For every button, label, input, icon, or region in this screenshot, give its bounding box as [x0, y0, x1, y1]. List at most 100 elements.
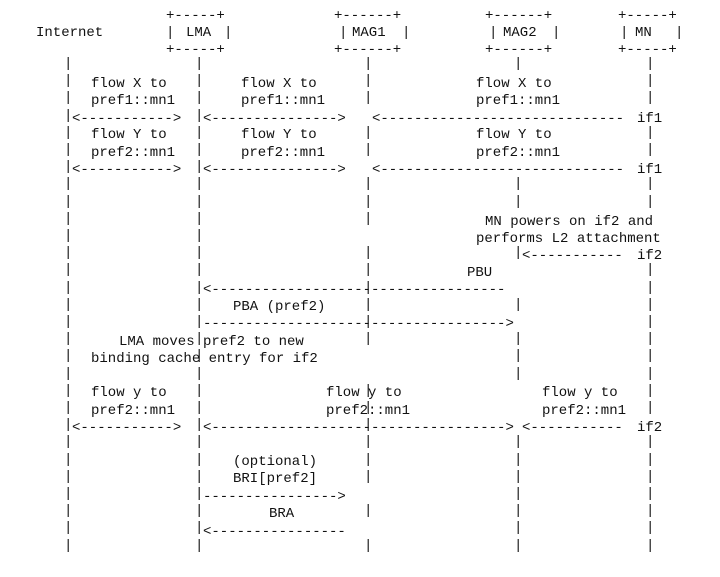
- note-text: performs L2 attachment: [476, 231, 661, 247]
- lifeline-segment: |: [514, 348, 522, 364]
- lifeline-segment: |: [64, 331, 72, 347]
- lifeline-segment: |: [364, 434, 372, 450]
- arrow-mag2-mn: <-----------: [522, 420, 623, 436]
- lifeline-segment: |: [195, 280, 203, 296]
- lifeline-segment: |: [364, 73, 372, 89]
- lifeline-segment: |: [64, 297, 72, 313]
- lifeline-segment: |: [364, 262, 372, 278]
- lifeline-segment: |: [195, 469, 203, 485]
- entity-header-mn: +-----+ | MN | +-----+: [618, 8, 683, 58]
- entity-box-right-mag2: |: [552, 25, 560, 41]
- lifeline-segment: |: [64, 142, 72, 158]
- lifeline-segment: |: [64, 211, 72, 227]
- lifeline-segment: |: [64, 56, 72, 72]
- message-label: flow y to: [542, 385, 618, 401]
- lifeline-segment: |: [195, 503, 203, 519]
- lifeline-segment: |: [195, 366, 203, 382]
- lifeline-segment: |: [64, 262, 72, 278]
- lifeline-segment: |: [514, 176, 522, 192]
- lifeline-segment: |: [514, 520, 522, 536]
- lifeline-segment: |: [64, 176, 72, 192]
- message-label: flow Y to: [241, 127, 317, 143]
- message-label: pref2::mn1: [241, 145, 325, 161]
- message-label: pref1::mn1: [91, 93, 175, 109]
- lifeline-segment: |: [514, 434, 522, 450]
- entity-box-bottom-mag1: +------+: [334, 42, 401, 58]
- lifeline-segment: |: [64, 469, 72, 485]
- message-pbu: PBU <-----------------------------------: [203, 265, 505, 298]
- lifeline-segment: |: [364, 125, 372, 141]
- lifeline-segment: |: [364, 469, 372, 485]
- lifeline-segment: |: [195, 176, 203, 192]
- lifeline-segment: |: [364, 90, 372, 106]
- lifeline-segment: |: [64, 314, 72, 330]
- arrow-internet-lma: <----------->: [72, 420, 181, 436]
- message-flow-y: flow Y to pref2::mn1 flow Y to pref2::mn…: [72, 127, 662, 178]
- arrow-internet-lma: <----------->: [72, 111, 181, 127]
- note-text: LMA moves pref2 to new: [119, 334, 304, 350]
- interface-label: if2: [637, 248, 662, 264]
- message-bra: BRA <----------------: [203, 506, 346, 540]
- message-pba: PBA (pref2) ----------------------------…: [203, 299, 514, 332]
- message-flow-x: flow X to pref1::mn1 flow X to pref1::mn…: [72, 76, 662, 127]
- lifeline-segment: |: [364, 176, 372, 192]
- lifeline-segment: |: [195, 194, 203, 210]
- lifeline-segment: |: [364, 417, 372, 433]
- arrow-lma-mag2: <----------------------------------->: [203, 420, 514, 436]
- lifeline-segment: |: [195, 452, 203, 468]
- lifeline-segment: |: [646, 176, 654, 192]
- arrow-mag2-lma: <-----------------------------------: [203, 282, 505, 298]
- lifeline-segment: |: [64, 280, 72, 296]
- lifeline-segment: |: [646, 486, 654, 502]
- lifeline-segment: |: [195, 331, 203, 347]
- arrow-internet-lma: <----------->: [72, 162, 181, 178]
- entity-header-mag2: +------+ | MAG2 | +------+: [485, 8, 560, 58]
- message-flow-y-lower: flow y to pref2::mn1 flow y to pref2::mn…: [72, 385, 662, 436]
- lifeline-segment: |: [364, 400, 372, 416]
- lifeline-segment: |: [364, 194, 372, 210]
- entity-header-lma: +-----+ | LMA | +-----+: [166, 8, 232, 58]
- lifeline-segment: |: [64, 383, 72, 399]
- message-label: flow X to: [241, 76, 317, 92]
- entity-label-mn: MN: [635, 25, 652, 41]
- lifeline-segment: |: [64, 194, 72, 210]
- lifeline-segment: |: [514, 452, 522, 468]
- lifeline-segment: |: [364, 297, 372, 313]
- lifeline-segment: |: [364, 503, 372, 519]
- message-label: PBU: [467, 265, 492, 281]
- lifeline-segment: |: [646, 280, 654, 296]
- entity-box-bottom-lma: +-----+: [166, 42, 225, 58]
- lifeline-segment: |: [64, 503, 72, 519]
- lifeline-segment: |: [64, 108, 72, 124]
- lifeline-segment: |: [195, 108, 203, 124]
- lifeline-segment: |: [646, 90, 654, 106]
- lifeline-segment: |: [364, 538, 372, 554]
- message-label: flow X to: [91, 76, 167, 92]
- arrow-mn-mag2: <-----------: [522, 248, 623, 264]
- lifeline-segment: |: [646, 297, 654, 313]
- message-label: flow y to: [91, 385, 167, 401]
- interface-label: if1: [637, 111, 662, 127]
- entity-box-left-mag2: |: [489, 25, 497, 41]
- entity-box-top-mn: +-----+: [618, 8, 677, 24]
- message-label: pref1::mn1: [241, 93, 325, 109]
- arrow-lma-mag1: <--------------->: [203, 111, 346, 127]
- lifeline-segment: |: [646, 125, 654, 141]
- lifeline-segment: |: [195, 56, 203, 72]
- lifeline-segment: |: [646, 314, 654, 330]
- note-mn-attachment: MN powers on if2 and performs L2 attachm…: [476, 214, 662, 264]
- lifeline-segment: |: [646, 469, 654, 485]
- lifeline-segment: |: [364, 245, 372, 261]
- arrow-lma-mag2: ------------------------------------>: [203, 316, 514, 332]
- entity-label-mag1: MAG1: [352, 25, 386, 41]
- lifeline-segment: |: [195, 417, 203, 433]
- lifeline-segment: |: [64, 417, 72, 433]
- lifeline-segment: |: [364, 56, 372, 72]
- lifeline-segment: |: [195, 245, 203, 261]
- lifeline-segment: |: [364, 314, 372, 330]
- entity-header-mag1: +------+ | MAG1 | +------+: [334, 8, 410, 58]
- lifeline-segment: |: [514, 469, 522, 485]
- lifeline-segment: |: [64, 400, 72, 416]
- message-bri: (optional) BRI[pref2] ---------------->: [203, 454, 346, 505]
- message-label: pref2::mn1: [476, 145, 560, 161]
